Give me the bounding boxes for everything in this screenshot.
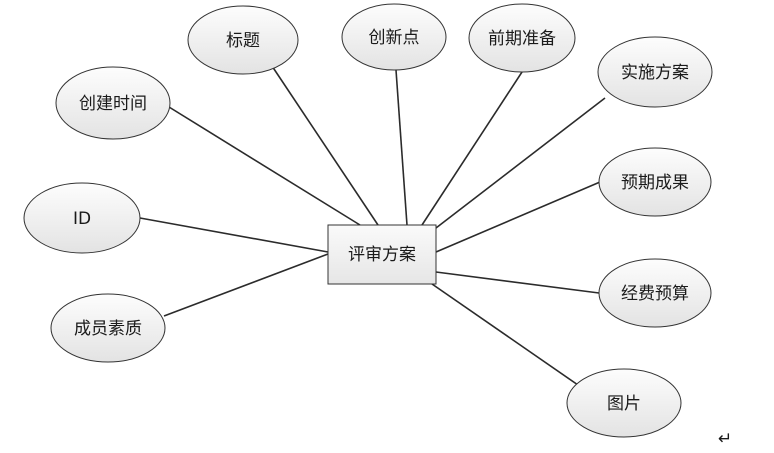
attribute-title: 标题 [187, 5, 299, 75]
connector-member-quality [163, 253, 329, 317]
attribute-label-innovation: 创新点 [369, 28, 420, 48]
connector-id [139, 217, 329, 253]
entity-group: 评审方案 [327, 224, 437, 285]
attribute-label-title: 标题 [226, 31, 260, 51]
attribute-ellipse-title [187, 5, 299, 75]
attribute-label-created-time: 创建时间 [79, 94, 147, 114]
attribute-ellipse-member-quality [50, 293, 166, 363]
connector-innovation [395, 69, 408, 226]
connector-budget [435, 271, 600, 294]
connector-image [431, 283, 579, 386]
attribute-ellipse-preparation [468, 3, 576, 73]
connector-title [271, 65, 379, 226]
attribute-implementation: 实施方案 [597, 36, 713, 108]
attribute-innovation: 创新点 [341, 3, 447, 71]
connectors [139, 65, 606, 386]
entity-box [327, 224, 437, 285]
attribute-label-expected-results: 预期成果 [621, 173, 689, 193]
connector-preparation [421, 71, 523, 226]
attribute-label-member-quality: 成员素质 [74, 319, 142, 339]
connector-created-time [168, 106, 361, 226]
attribute-ellipse-budget [598, 258, 712, 328]
attribute-ellipse-expected-results [598, 147, 712, 217]
attribute-label-id: ID [73, 209, 91, 229]
attribute-ellipse-id [23, 182, 141, 254]
paragraph-mark: ↵ [718, 429, 732, 449]
attribute-image: 图片 [566, 368, 682, 438]
connector-implementation [435, 97, 606, 229]
attribute-ellipse-image [566, 368, 682, 438]
attribute-ellipse-innovation [341, 3, 447, 71]
entity-label: 评审方案 [348, 245, 416, 265]
attribute-created-time: 创建时间 [55, 66, 171, 140]
attribute-preparation: 前期准备 [468, 3, 576, 73]
attribute-id: ID [23, 182, 141, 254]
attribute-label-preparation: 前期准备 [488, 29, 556, 49]
attribute-label-implementation: 实施方案 [621, 63, 689, 83]
connector-expected-results [435, 181, 601, 253]
attribute-budget: 经费预算 [598, 258, 712, 328]
attribute-label-image: 图片 [607, 394, 641, 414]
attribute-ellipse-created-time [55, 66, 171, 140]
attribute-label-budget: 经费预算 [621, 284, 689, 304]
attribute-ellipse-implementation [597, 36, 713, 108]
attribute-expected-results: 预期成果 [598, 147, 712, 217]
attribute-member-quality: 成员素质 [50, 293, 166, 363]
